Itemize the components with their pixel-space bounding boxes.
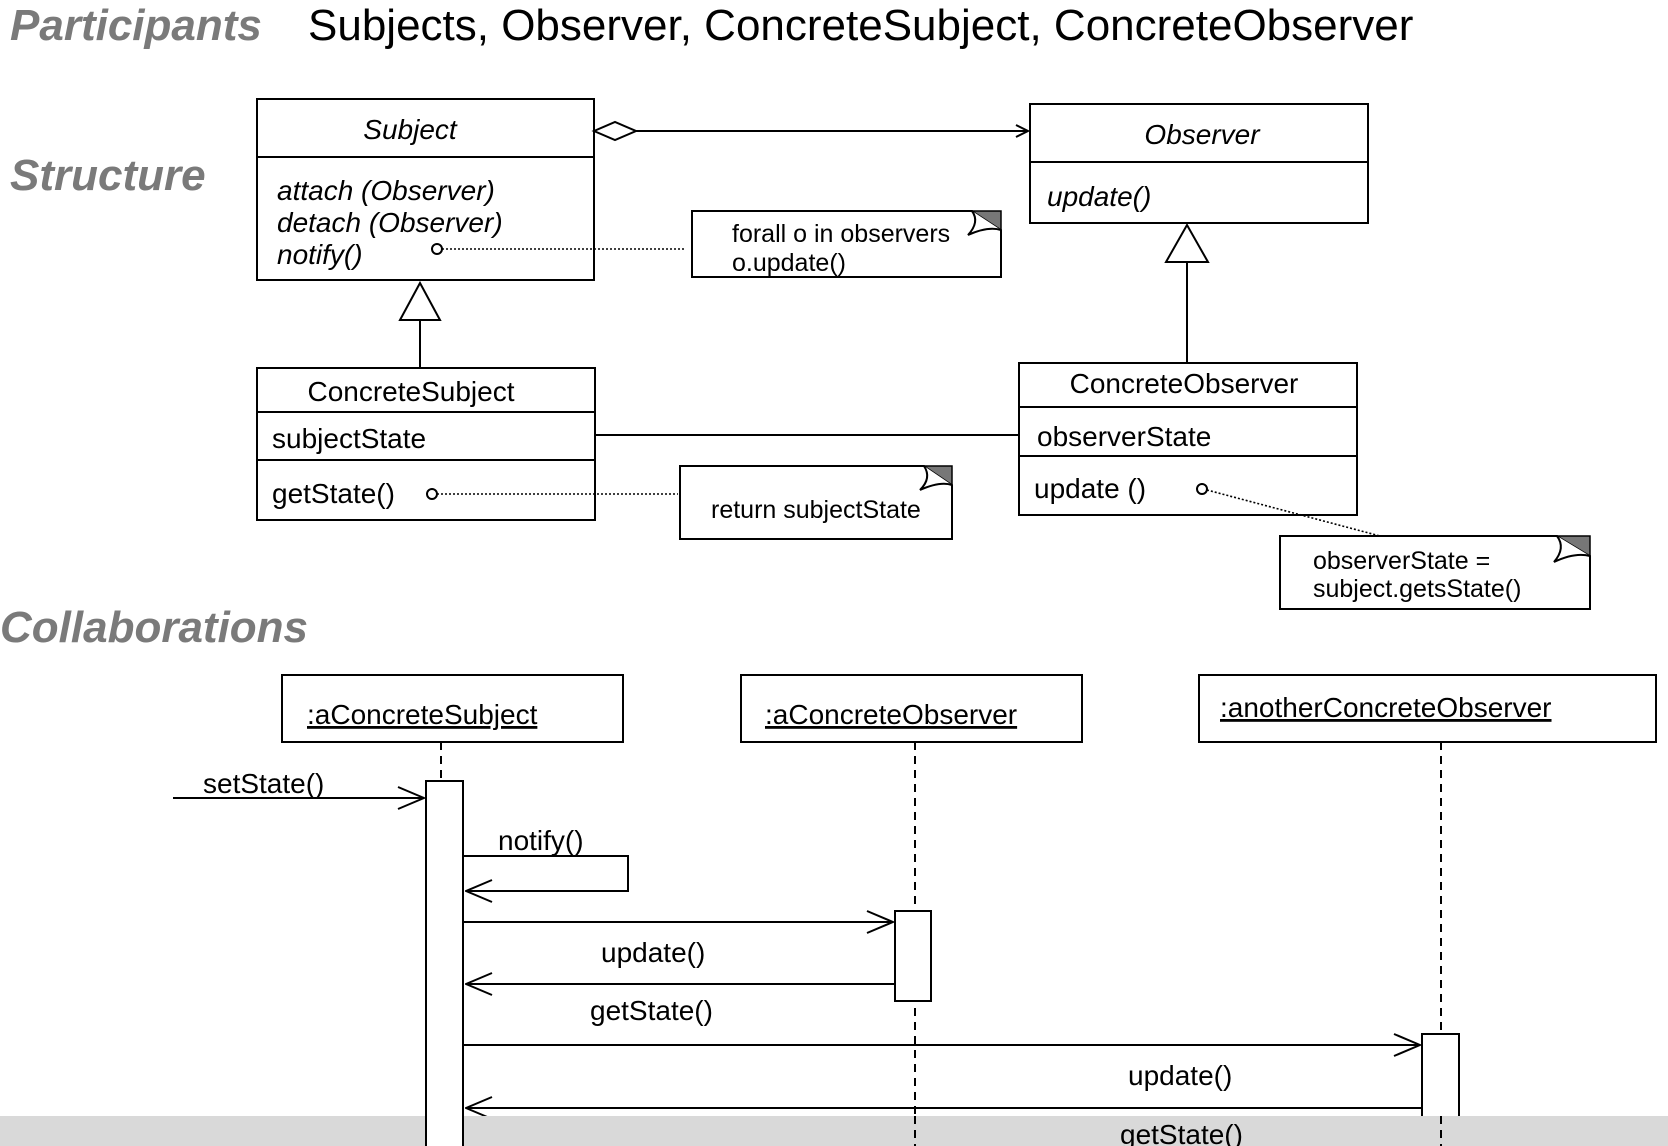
- observer-method-update: update(): [1047, 181, 1151, 212]
- activation-observer-b: [1421, 1033, 1460, 1125]
- message-setstate-label: setState(): [203, 768, 324, 799]
- object-another-concrete-observer-label: :anotherConcreteObserver: [1220, 692, 1552, 723]
- getstate-note-text: return subjectState: [711, 496, 921, 524]
- concrete-subject-class-name: ConcreteSubject: [307, 376, 514, 407]
- structure-label: Structure: [10, 151, 206, 200]
- object-a-concrete-observer-label: :aConcreteObserver: [765, 699, 1017, 730]
- subject-class: Subject attach (Observer) detach (Observ…: [256, 98, 595, 281]
- observer-class: Observer update(): [1029, 103, 1369, 224]
- collaborations-label: Collaborations: [0, 603, 308, 652]
- subject-class-name: Subject: [363, 114, 458, 145]
- update-note-line-2: subject.getsState(): [1313, 575, 1521, 603]
- object-a-concrete-subject: :aConcreteSubject: [281, 674, 624, 743]
- notify-note-line-1: forall o in observers: [732, 220, 950, 248]
- concrete-observer-class: ConcreteObserver observerState update (): [1018, 362, 1358, 516]
- footer-bar: [0, 1116, 1668, 1146]
- concrete-observer-method: update (): [1034, 473, 1146, 504]
- subject-method-detach: detach (Observer): [277, 207, 503, 238]
- participants-label: Participants: [10, 1, 262, 50]
- concrete-observer-class-name: ConcreteObserver: [1070, 368, 1299, 399]
- message-update-b-label: update(): [1128, 1060, 1232, 1091]
- subject-method-attach: attach (Observer): [277, 175, 495, 206]
- concrete-observer-attribute: observerState: [1037, 421, 1211, 452]
- message-update-a-label: update(): [601, 937, 705, 968]
- message-update-a: update(): [463, 922, 893, 968]
- message-getstate-a-label: getState(): [590, 995, 713, 1026]
- activation-observer-a: [894, 910, 932, 1002]
- update-note: observerState = subject.getsState(): [1196, 483, 1591, 610]
- notify-note: forall o in observers o.update(): [431, 210, 1002, 278]
- message-notify-label: notify(): [498, 825, 584, 856]
- object-a-concrete-observer: :aConcreteObserver: [740, 674, 1083, 743]
- participants-list: Subjects, Observer, ConcreteSubject, Con…: [308, 1, 1413, 50]
- concrete-observer-generalization: [1164, 222, 1210, 363]
- object-another-concrete-observer: :anotherConcreteObserver: [1198, 674, 1657, 743]
- notify-note-line-2: o.update(): [732, 249, 846, 277]
- activation-subject: [425, 780, 464, 1146]
- subject-method-notify: notify(): [277, 239, 363, 270]
- message-setstate: setState(): [173, 768, 424, 799]
- message-notify: notify(): [463, 825, 629, 891]
- message-getstate-a: getState(): [466, 984, 895, 1026]
- concrete-subject-class: ConcreteSubject subjectState getState(): [256, 367, 596, 521]
- getstate-note: return subjectState: [426, 465, 953, 540]
- concrete-subject-method: getState(): [272, 478, 395, 509]
- subject-observer-association: [591, 120, 1028, 142]
- observer-class-name: Observer: [1144, 119, 1261, 150]
- concrete-subject-generalization: [398, 280, 442, 368]
- message-getstate-b-label: getState(): [1120, 1119, 1243, 1146]
- message-update-b: update(): [463, 1045, 1420, 1091]
- concrete-subject-attribute: subjectState: [272, 423, 426, 454]
- footer-overlay: getState(): [425, 1116, 1442, 1146]
- update-note-line-1: observerState =: [1313, 547, 1490, 575]
- object-a-concrete-subject-label: :aConcreteSubject: [307, 699, 538, 730]
